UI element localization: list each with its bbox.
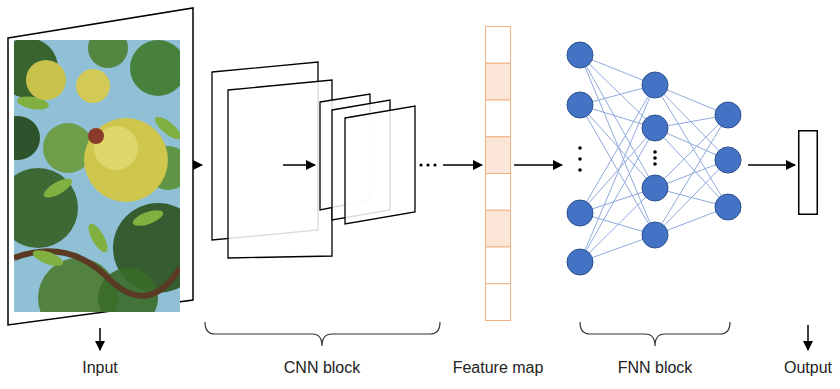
fnn-block-shape <box>565 40 745 280</box>
feature-cell <box>486 174 511 211</box>
feature-map: Feature map <box>485 26 511 320</box>
flow-arrow <box>443 164 482 166</box>
flow-arrow <box>514 164 562 166</box>
group-bracket <box>580 322 730 346</box>
flow-arrow <box>196 164 202 166</box>
neuron <box>642 222 668 248</box>
ellipsis-dot <box>426 163 429 166</box>
weight-line <box>655 160 728 235</box>
ellipsis-dot <box>578 168 582 172</box>
inner-arrow <box>283 164 315 166</box>
node-label: CNN block <box>282 358 362 378</box>
flow-arrow <box>748 164 795 166</box>
neuron <box>715 147 741 173</box>
ellipsis-dot <box>578 146 582 150</box>
down-arrow <box>99 328 101 350</box>
feature-cell <box>486 284 511 321</box>
feature-cell <box>486 27 511 64</box>
node-label: Feature map <box>451 358 546 378</box>
output-vector <box>799 131 818 215</box>
group-bracket <box>205 322 440 346</box>
neuron <box>715 194 741 220</box>
feature-cell <box>486 210 511 247</box>
neuron <box>567 42 593 68</box>
output-vector: Output <box>798 130 818 215</box>
feature-map-shape <box>485 26 511 320</box>
neuron <box>715 102 741 128</box>
ellipsis-dot <box>653 150 657 154</box>
feature-plane <box>345 106 415 224</box>
cnn-block: CNN block <box>205 60 440 260</box>
feature-plane <box>228 80 332 258</box>
neuron <box>642 175 668 201</box>
neuron <box>567 92 593 118</box>
weight-line <box>580 128 655 213</box>
neuron <box>642 115 668 141</box>
down-arrow <box>807 325 809 350</box>
ellipsis-dot <box>578 157 582 161</box>
ellipsis-dot <box>653 162 657 166</box>
feature-cell <box>486 247 511 284</box>
neuron <box>642 72 668 98</box>
node-label: Output <box>782 358 834 378</box>
input-photo <box>14 40 180 312</box>
neuron <box>567 249 593 275</box>
feature-cell <box>486 100 511 137</box>
feature-cell <box>486 137 511 174</box>
fnn-block: FNN block <box>565 40 745 280</box>
feature-cell <box>486 63 511 100</box>
neuron <box>567 200 593 226</box>
node-label: Input <box>80 358 120 378</box>
input-image: Input <box>8 8 193 325</box>
weight-line <box>580 105 655 188</box>
ellipsis-dot <box>433 163 436 166</box>
input-image-shape <box>8 8 193 325</box>
weight-line <box>580 188 655 262</box>
ellipsis-dot <box>653 156 657 160</box>
output-vector-shape <box>798 130 818 215</box>
cnn-block-shape <box>205 60 440 260</box>
ellipsis-dot <box>419 163 422 166</box>
node-label: FNN block <box>616 358 695 378</box>
